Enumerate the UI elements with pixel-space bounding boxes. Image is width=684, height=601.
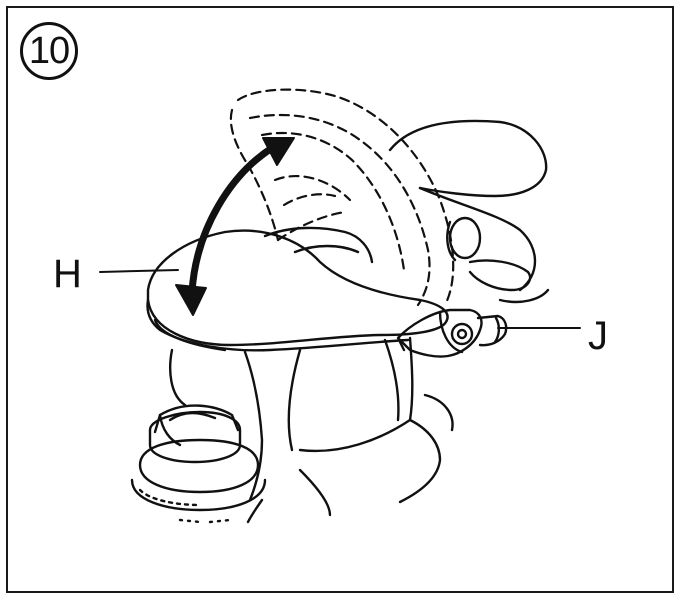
label-h: H xyxy=(53,252,82,296)
depth-knob xyxy=(130,404,267,524)
raised-cover-dashed xyxy=(229,88,455,307)
double-headed-curved-arrow-icon xyxy=(175,137,295,316)
tool-body xyxy=(169,336,454,524)
figure-frame xyxy=(6,6,674,593)
step-number-badge: 10 xyxy=(20,22,78,80)
label-j: J xyxy=(588,314,608,358)
leader-line-h xyxy=(99,269,179,273)
lever-j xyxy=(396,308,508,358)
hand-outline xyxy=(388,119,550,304)
step-number: 10 xyxy=(28,29,70,72)
